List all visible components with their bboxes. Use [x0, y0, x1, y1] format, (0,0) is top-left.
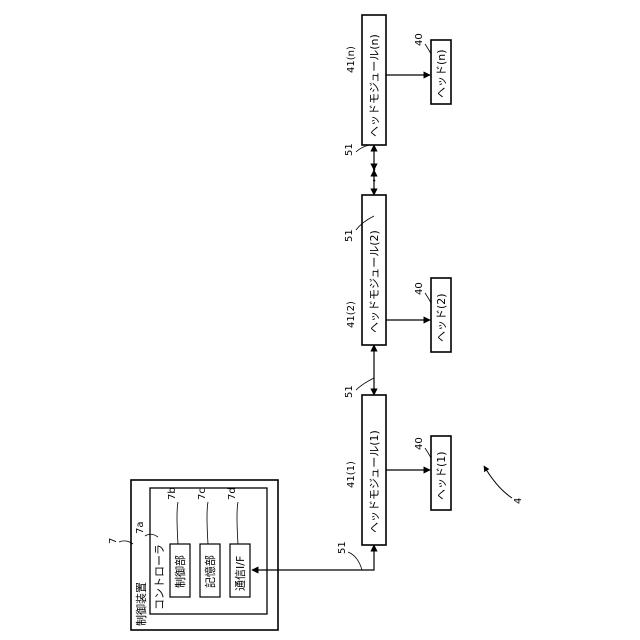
head-module-n-label: ヘッドモジュール(n) — [368, 34, 381, 137]
controller-ref: 7a — [135, 522, 146, 535]
head-2-ref: 40 — [414, 282, 425, 295]
unit-storage-label: 記憶部 — [203, 555, 217, 588]
unit-control-ref: 7b — [167, 487, 178, 500]
head-2-label: ヘッド(2) — [435, 293, 448, 342]
bus-ref-1: 51 — [344, 385, 355, 398]
head-module-1-label: ヘッドモジュール(1) — [368, 430, 381, 533]
bus-ref-3: 51 — [344, 143, 355, 156]
unit-storage-ref: 7c — [197, 488, 208, 500]
head-module-n-ref: 41(n) — [346, 46, 357, 73]
head-1-label: ヘッド(1) — [435, 451, 448, 500]
head-module-1: ヘッドモジュール(1) 41(1) ヘッド(1) 40 — [346, 395, 451, 545]
control-device: 制御装置 7 コントローラ 7a 制御部 7b 記憶部 7c — [108, 480, 278, 630]
system-ref-arrow — [484, 466, 512, 498]
unit-comm-if-ref: 7d — [227, 487, 238, 500]
system-ref: 4 — [513, 498, 524, 504]
head-n-ref: 40 — [414, 33, 425, 46]
head-module-n: ヘッドモジュール(n) 41(n) ヘッド(n) 40 — [346, 15, 451, 145]
controller-label: コントローラ — [153, 544, 166, 610]
head-module-2-ref: 41(2) — [346, 301, 357, 328]
head-module-2-label: ヘッドモジュール(2) — [368, 230, 381, 333]
bus-ref-2: 51 — [344, 229, 355, 242]
head-1-ref: 40 — [414, 437, 425, 450]
head-module-2: ヘッドモジュール(2) 41(2) ヘッド(2) 40 — [346, 195, 451, 352]
bus-ref-0: 51 — [337, 541, 348, 554]
head-n-label: ヘッド(n) — [435, 49, 448, 98]
unit-comm-if-label: 通信I/F — [234, 556, 247, 591]
unit-control-label: 制御部 — [173, 555, 187, 588]
control-device-label: 制御装置 — [134, 582, 148, 626]
control-device-ref: 7 — [108, 538, 119, 544]
head-module-1-ref: 41(1) — [346, 461, 357, 488]
